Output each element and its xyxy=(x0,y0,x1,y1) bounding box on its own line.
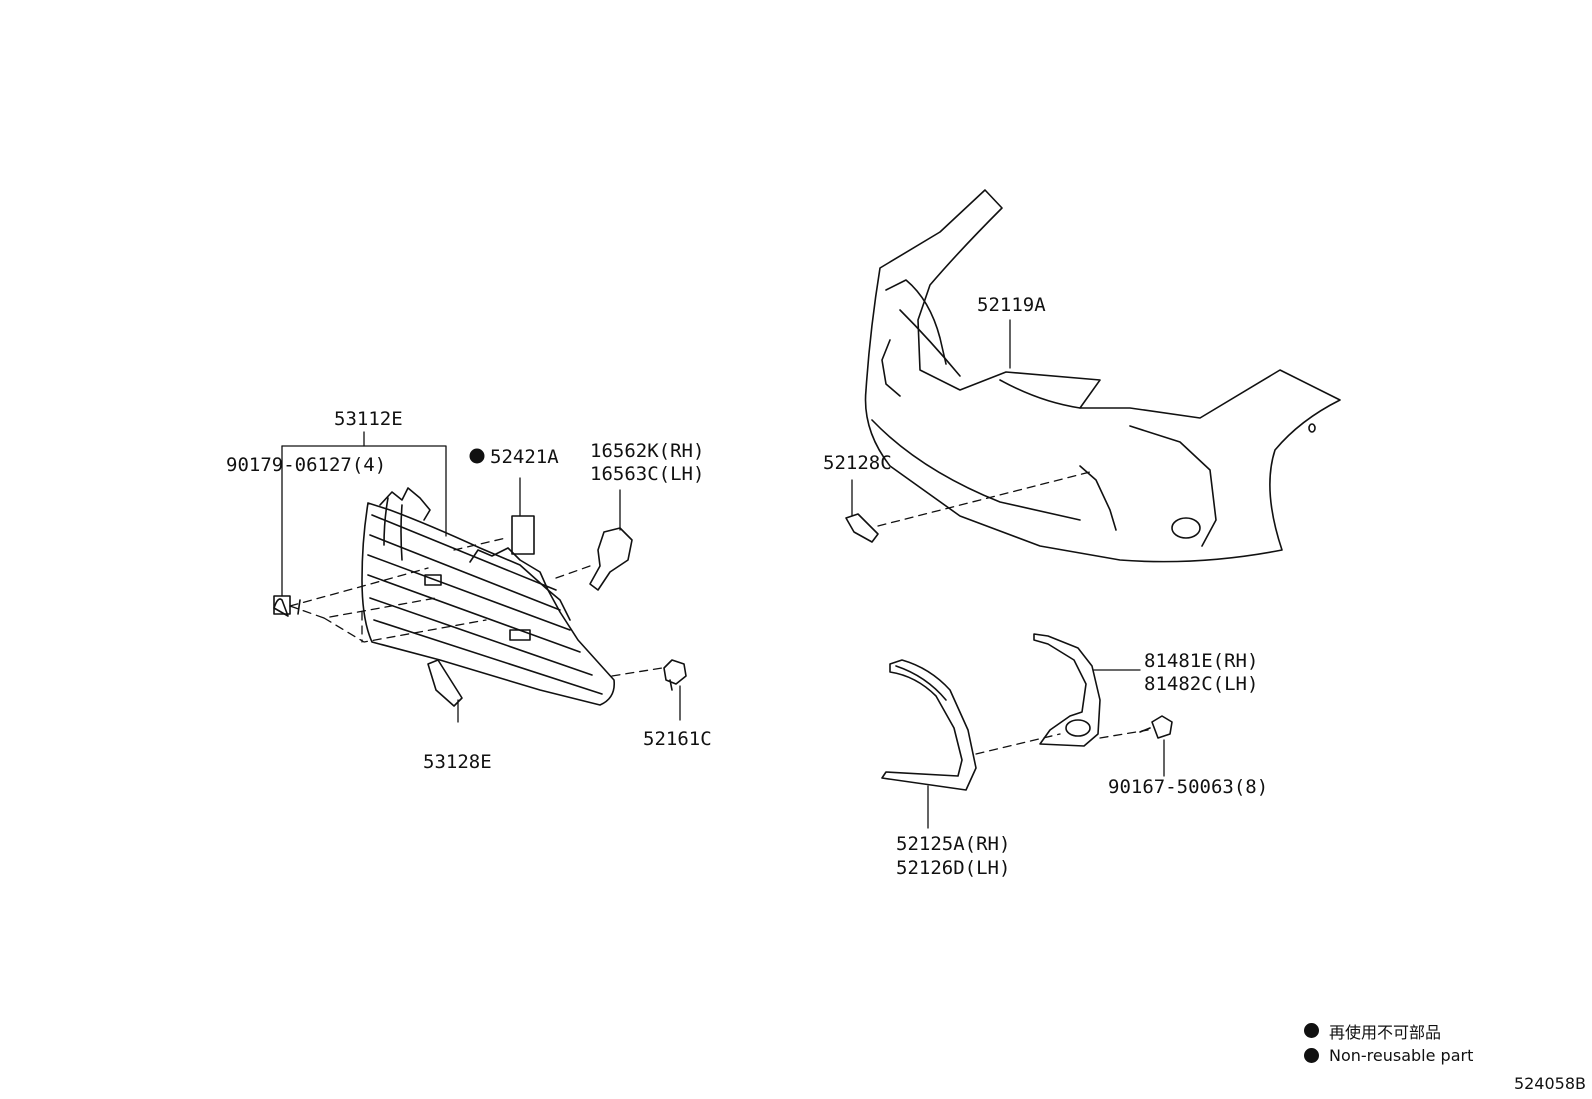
legend-dot xyxy=(1304,1048,1319,1063)
legend: 再使用不可部品 Non-reusable part xyxy=(1304,1018,1473,1068)
label-90179-06127: 90179-06127(4) xyxy=(226,454,386,476)
foglamp-cover-81481E xyxy=(1033,633,1101,747)
label-52119A: 52119A xyxy=(977,294,1046,316)
bracket-53128E xyxy=(427,659,463,707)
label-16562K: 16562K(RH) xyxy=(590,440,704,462)
garnish-52125A xyxy=(881,659,977,791)
label-block-52421A xyxy=(511,515,535,555)
label-16563C: 16563C(LH) xyxy=(590,463,704,485)
label-81481E: 81481E(RH) xyxy=(1144,650,1258,672)
label-53112E: 53112E xyxy=(334,408,403,430)
legend-text-en: Non-reusable part xyxy=(1329,1046,1474,1065)
label-81482C: 81482C(LH) xyxy=(1144,673,1258,695)
legend-dot xyxy=(1304,1023,1319,1038)
legend-row-en: Non-reusable part xyxy=(1304,1043,1473,1068)
grille-leader-lines xyxy=(281,431,681,723)
clip-52161C xyxy=(663,659,687,691)
screw-90167 xyxy=(1139,715,1173,739)
label-52126D: 52126D(LH) xyxy=(896,857,1010,879)
bracket-16562K xyxy=(589,527,633,591)
non-reusable-dot xyxy=(469,448,485,464)
label-53128E: 53128E xyxy=(423,751,492,773)
cap-52128C xyxy=(845,513,879,543)
grille-leaders xyxy=(289,537,663,677)
label-90167-50063: 90167-50063(8) xyxy=(1108,776,1268,798)
label-52161C: 52161C xyxy=(643,728,712,750)
garnish-leaders xyxy=(927,669,1165,829)
legend-row-jp: 再使用不可部品 xyxy=(1304,1018,1473,1043)
label-52128C: 52128C xyxy=(823,452,892,474)
diagram-code: 524058B xyxy=(1513,1074,1586,1093)
bumper-cover-drawing xyxy=(864,189,1341,563)
label-52125A: 52125A(RH) xyxy=(896,833,1010,855)
bumper-dashed xyxy=(877,471,1091,527)
bumper-leaders xyxy=(851,319,1011,517)
label-52421A: 52421A xyxy=(490,446,559,468)
legend-text-jp: 再使用不可部品 xyxy=(1329,1022,1442,1042)
garnish-dashed xyxy=(975,729,1149,755)
